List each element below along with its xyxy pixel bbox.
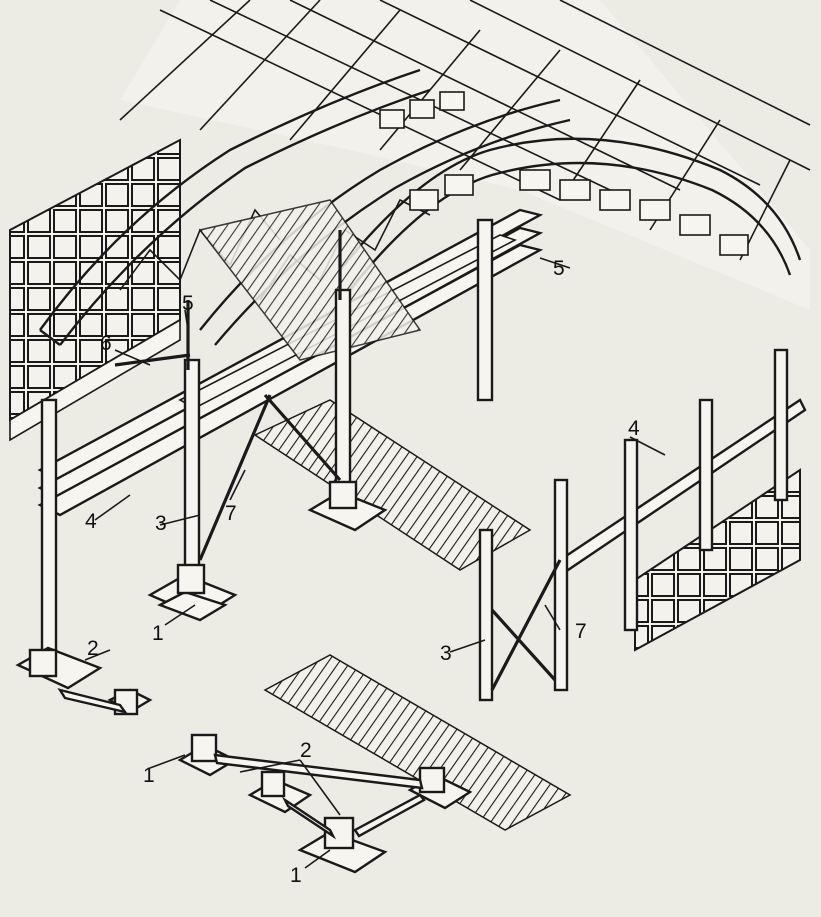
leader-lines (84, 257, 666, 869)
vertical-bracing (198, 393, 562, 691)
label-1-a: 1 (152, 622, 164, 645)
roof-trusses (39, 68, 802, 346)
roof-slabs (119, 0, 811, 310)
left-wall-frame (9, 138, 181, 442)
label-3-a: 3 (155, 512, 167, 535)
label-5-a: 5 (182, 292, 194, 315)
label-3-b: 3 (440, 642, 452, 665)
label-5-b: 5 (553, 257, 565, 280)
label-4-b: 4 (628, 417, 640, 440)
label-2-a: 2 (87, 637, 99, 660)
label-6-a: 6 (100, 332, 112, 355)
label-1-c: 1 (290, 864, 302, 887)
foundation-zones (198, 199, 572, 831)
label-2-b: 2 (300, 739, 312, 762)
ground-beams (57, 688, 426, 840)
label-1-b: 1 (143, 764, 155, 787)
label-7-a: 7 (225, 502, 237, 525)
footings (15, 480, 473, 874)
label-4-a: 4 (85, 510, 97, 533)
truss-bracing (114, 230, 342, 370)
part-labels: 1 1 1 2 2 3 3 4 4 5 5 6 7 7 (85, 257, 640, 887)
label-7-b: 7 (575, 620, 587, 643)
